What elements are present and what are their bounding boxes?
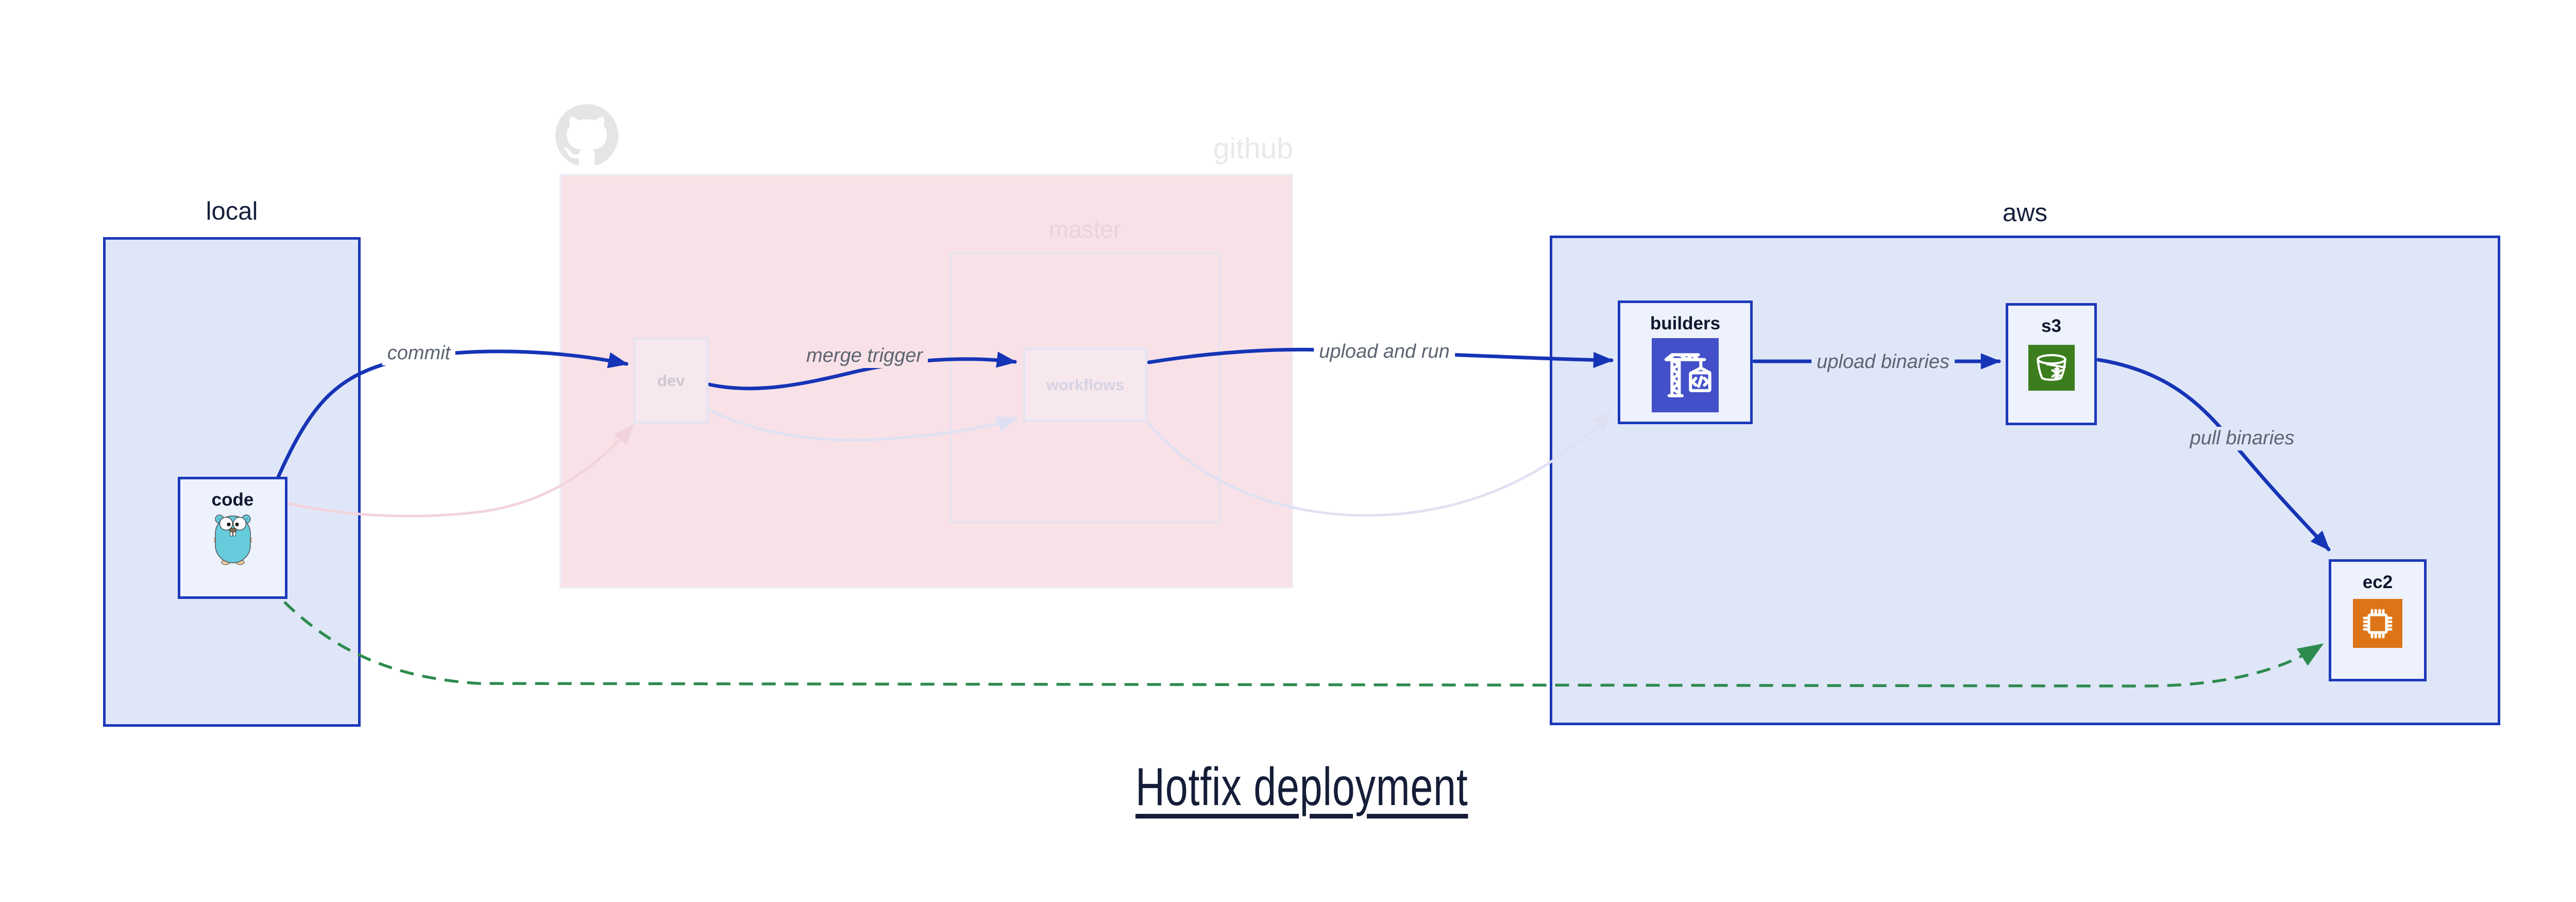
node-code: code xyxy=(178,477,287,599)
node-workflows: workflows xyxy=(1023,348,1147,422)
edge-label-upload-binaries: upload binaries xyxy=(1811,350,1955,374)
aws-ec2-chip-icon xyxy=(2353,599,2402,648)
group-label-master: master xyxy=(1048,216,1122,243)
node-s3: s3 xyxy=(2006,303,2097,425)
node-builders: builders xyxy=(1618,300,1753,424)
diagram-title: Hotfix deployment xyxy=(1136,757,1468,817)
node-dev-label: dev xyxy=(657,371,685,390)
github-octocat-icon xyxy=(555,104,618,165)
edge-label-upload-and-run: upload and run xyxy=(1314,340,1455,364)
diagram-title-wrap: Hotfix deployment xyxy=(0,757,2576,818)
node-dev: dev xyxy=(634,338,708,424)
node-workflows-label: workflows xyxy=(1046,375,1125,394)
node-ec2-label: ec2 xyxy=(2362,572,2393,592)
group-label-local: local xyxy=(206,197,258,225)
group-label-aws: aws xyxy=(2002,199,2048,227)
node-builders-label: builders xyxy=(1650,313,1721,333)
aws-s3-glacier-bucket-icon xyxy=(2028,345,2075,391)
node-ec2: ec2 xyxy=(2329,559,2427,681)
aws-codebuild-crane-icon xyxy=(1652,338,1719,412)
node-s3-label: s3 xyxy=(2041,316,2061,336)
group-label-github: github xyxy=(1213,132,1293,165)
node-code-label: code xyxy=(211,490,254,510)
edge-label-commit: commit xyxy=(382,342,456,365)
go-gopher-icon xyxy=(213,514,252,565)
edge-label-pull-binaries: pull binaries xyxy=(2184,427,2300,450)
edge-label-merge-trigger: merge trigger xyxy=(801,344,928,368)
